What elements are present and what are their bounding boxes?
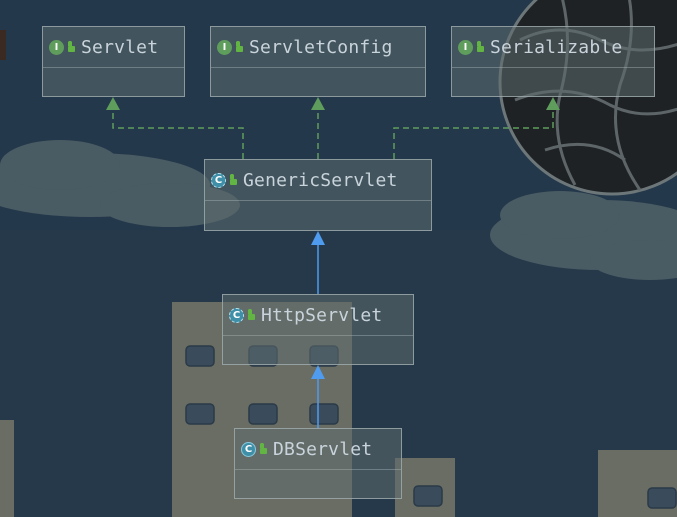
- node-db-servlet[interactable]: C DBServlet: [234, 428, 402, 499]
- node-label: HttpServlet: [261, 304, 383, 326]
- public-lock-icon: [248, 309, 255, 320]
- node-servlet[interactable]: I Servlet: [42, 26, 185, 97]
- class-icon: C: [241, 441, 256, 457]
- node-label: ServletConfig: [249, 36, 393, 58]
- node-http-servlet[interactable]: C HttpServlet: [222, 294, 414, 365]
- interface-icon: I: [458, 39, 473, 55]
- edge-generic-to-servletconfig: [311, 97, 325, 159]
- public-lock-icon: [477, 41, 484, 52]
- node-label: Servlet: [81, 36, 159, 58]
- public-lock-icon: [68, 41, 75, 52]
- public-lock-icon: [230, 174, 237, 185]
- node-label: Serializable: [490, 36, 623, 58]
- edge-db-to-http: [311, 365, 325, 428]
- edge-generic-to-serializable: [393, 97, 560, 159]
- node-servlet-config[interactable]: I ServletConfig: [210, 26, 426, 97]
- public-lock-icon: [236, 41, 243, 52]
- interface-icon: I: [49, 39, 64, 55]
- abstract-class-icon: C: [211, 172, 226, 188]
- node-serializable[interactable]: I Serializable: [451, 26, 655, 97]
- public-lock-icon: [260, 443, 267, 454]
- node-generic-servlet[interactable]: C GenericServlet: [204, 159, 432, 231]
- interface-icon: I: [217, 39, 232, 55]
- edge-http-to-generic: [311, 231, 325, 294]
- edge-generic-to-servlet: [106, 97, 244, 159]
- cloud-right: [490, 191, 677, 280]
- abstract-class-icon: C: [229, 307, 244, 323]
- node-label: GenericServlet: [243, 169, 398, 191]
- node-label: DBServlet: [273, 438, 373, 460]
